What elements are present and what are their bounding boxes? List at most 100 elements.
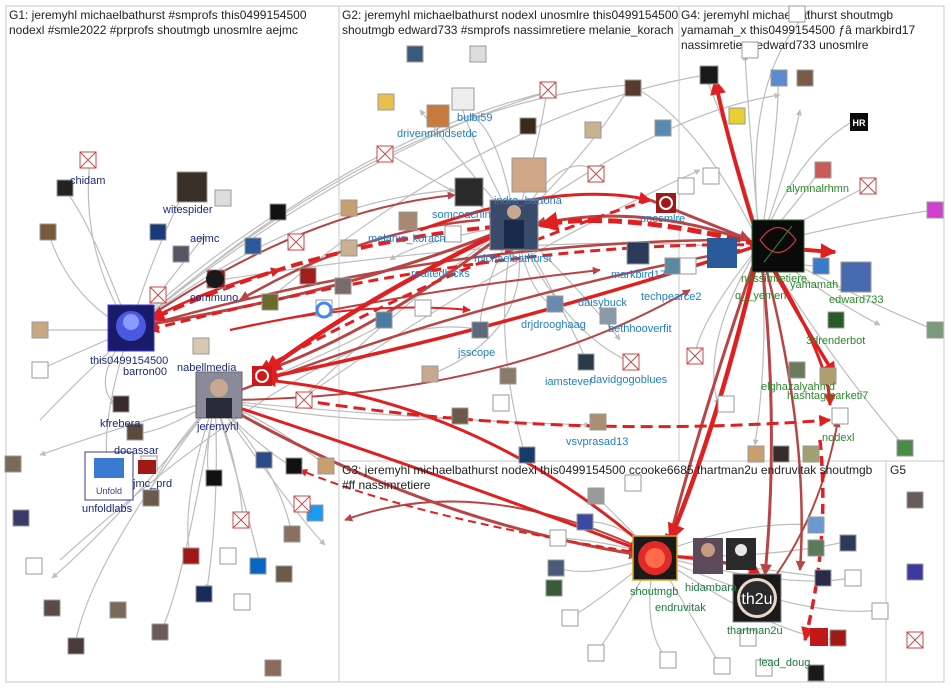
avatar[interactable]: [31, 361, 49, 379]
avatar[interactable]: [812, 257, 830, 275]
avatar[interactable]: [492, 394, 510, 412]
node-indra-bartona[interactable]: [511, 157, 547, 193]
avatar[interactable]: [56, 179, 74, 197]
avatar[interactable]: [451, 407, 469, 425]
avatar[interactable]: [755, 659, 773, 677]
avatar[interactable]: [547, 559, 565, 577]
avatar[interactable]: [664, 257, 682, 275]
avatar[interactable]: [151, 623, 169, 641]
avatar[interactable]: [829, 629, 847, 647]
avatar[interactable]: [39, 223, 57, 241]
avatar[interactable]: [261, 293, 279, 311]
avatar[interactable]: [807, 539, 825, 557]
avatar[interactable]: [561, 609, 579, 627]
avatar[interactable]: [398, 211, 418, 231]
placeholder-node[interactable]: [587, 165, 605, 183]
avatar[interactable]: [827, 311, 845, 329]
avatar[interactable]: [444, 225, 462, 243]
node-chidambara[interactable]: [693, 538, 723, 574]
node-communo[interactable]: [206, 270, 224, 288]
placeholder-node[interactable]: [376, 145, 394, 163]
avatar[interactable]: [577, 353, 595, 371]
avatar[interactable]: [31, 321, 49, 339]
node-endruvitak[interactable]: [726, 538, 756, 570]
avatar[interactable]: [926, 321, 944, 339]
avatar[interactable]: [589, 413, 607, 431]
placeholder-node[interactable]: [79, 151, 97, 169]
avatar[interactable]: [182, 547, 200, 565]
avatar[interactable]: [214, 189, 232, 207]
avatar[interactable]: [255, 451, 273, 469]
avatar[interactable]: [839, 534, 857, 552]
node-michaelbathurst[interactable]: [504, 205, 524, 248]
placeholder-node[interactable]: [293, 495, 311, 513]
avatar[interactable]: [546, 295, 564, 313]
avatar[interactable]: [43, 599, 61, 617]
avatar[interactable]: [269, 203, 287, 221]
avatar[interactable]: [788, 361, 806, 379]
avatar[interactable]: [717, 395, 735, 413]
avatar[interactable]: [831, 407, 849, 425]
avatar[interactable]: [4, 455, 22, 473]
node-unfoldlabs[interactable]: [84, 451, 134, 501]
node-shoutmgb[interactable]: [632, 535, 678, 581]
avatar[interactable]: [814, 569, 832, 587]
avatar[interactable]: [499, 367, 517, 385]
placeholder-node[interactable]: [232, 511, 250, 529]
avatar[interactable]: [126, 423, 144, 441]
avatar[interactable]: [469, 45, 487, 63]
avatar[interactable]: [840, 261, 872, 293]
avatar[interactable]: [814, 161, 832, 179]
node-this0499154500[interactable]: [107, 304, 155, 352]
avatar[interactable]: [896, 439, 914, 457]
avatar[interactable]: [587, 644, 605, 662]
avatar[interactable]: [334, 277, 352, 295]
placeholder-node[interactable]: [287, 233, 305, 251]
avatar[interactable]: [741, 41, 759, 59]
avatar[interactable]: [406, 45, 424, 63]
avatar[interactable]: [906, 491, 924, 509]
placeholder-node[interactable]: [539, 81, 557, 99]
avatar[interactable]: [677, 177, 695, 195]
placeholder-node[interactable]: [906, 631, 924, 649]
avatar[interactable]: [195, 585, 213, 603]
node-jeremyhl[interactable]: [195, 371, 243, 419]
node-red-u[interactable]: [252, 366, 272, 386]
avatar[interactable]: [788, 5, 806, 23]
placeholder-node[interactable]: [149, 286, 167, 304]
avatar[interactable]: [142, 489, 160, 507]
avatar[interactable]: [728, 107, 746, 125]
avatar[interactable]: [654, 119, 672, 137]
avatar[interactable]: [109, 601, 127, 619]
avatar[interactable]: [264, 659, 282, 677]
avatar[interactable]: [519, 117, 537, 135]
avatar[interactable]: [659, 651, 677, 669]
avatar[interactable]: [679, 257, 697, 275]
node-techpearce2[interactable]: [707, 238, 737, 268]
avatar[interactable]: [624, 79, 642, 97]
avatar[interactable]: [699, 65, 719, 85]
avatar[interactable]: [713, 657, 731, 675]
node-jmcprd[interactable]: [138, 460, 156, 474]
avatar[interactable]: [599, 307, 617, 325]
avatar[interactable]: [233, 593, 251, 611]
avatar[interactable]: [624, 474, 642, 492]
avatar[interactable]: [340, 199, 358, 217]
avatar[interactable]: [377, 93, 395, 111]
avatar[interactable]: [807, 516, 825, 534]
avatar[interactable]: [306, 504, 324, 522]
avatar[interactable]: [545, 579, 563, 597]
avatar[interactable]: [770, 69, 788, 87]
avatar[interactable]: [25, 557, 43, 575]
avatar[interactable]: [283, 525, 301, 543]
node-nassimretiere[interactable]: [751, 219, 805, 273]
avatar[interactable]: [587, 487, 605, 505]
avatar[interactable]: [807, 664, 825, 682]
avatar[interactable]: [421, 365, 439, 383]
avatar[interactable]: [340, 239, 358, 257]
avatar[interactable]: [739, 629, 757, 647]
placeholder-node[interactable]: [622, 353, 640, 371]
avatar[interactable]: [584, 121, 602, 139]
avatar[interactable]: [702, 167, 720, 185]
avatar[interactable]: [796, 69, 814, 87]
